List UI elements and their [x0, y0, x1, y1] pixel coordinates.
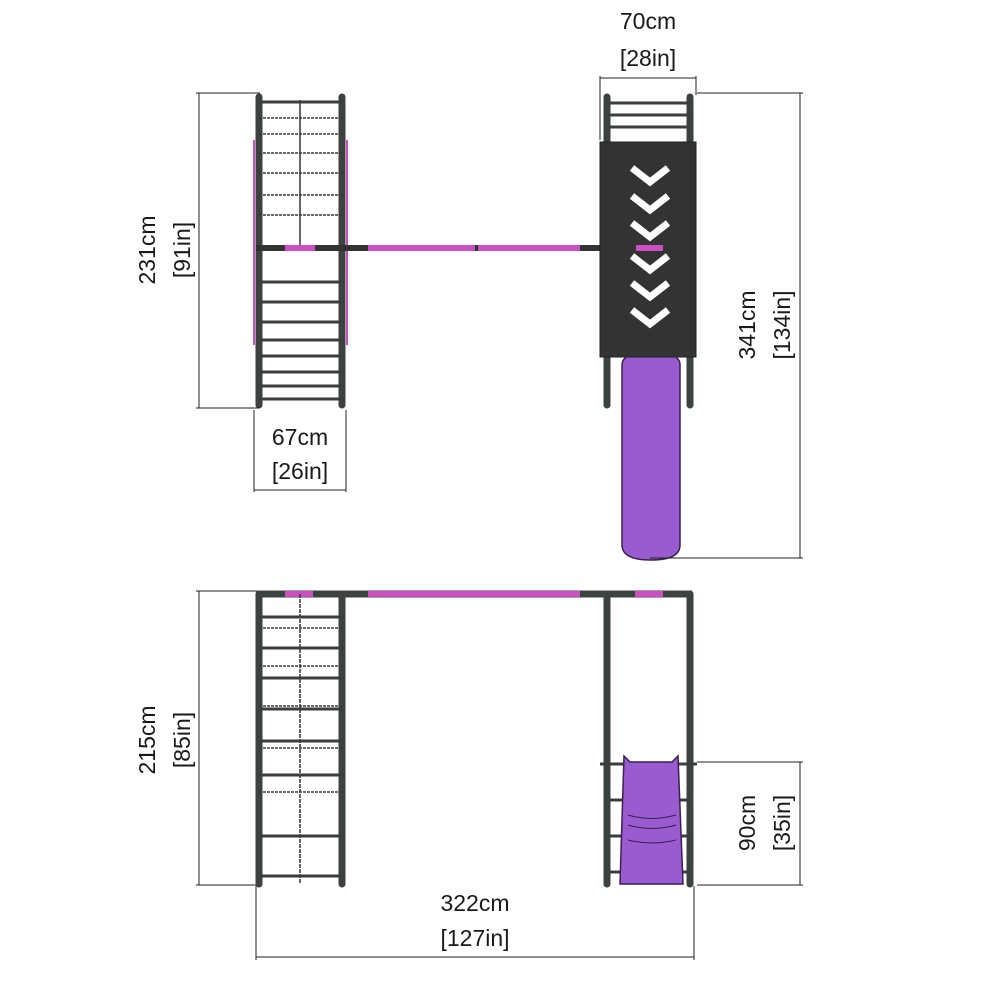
ladder-length-in: [91in]	[169, 222, 195, 278]
ladder-width-in: [26in]	[272, 458, 328, 484]
platform-width-cm: 70cm	[620, 8, 676, 34]
side-right-tower	[600, 590, 697, 888]
height-in: [85in]	[169, 712, 195, 768]
total-length-cm: 322cm	[440, 890, 509, 916]
total-length-in: [127in]	[440, 925, 509, 951]
top-view: 70cm [28in] 231cm [91in] 67cm [26in] 341…	[134, 8, 803, 561]
chevron-icon	[629, 165, 671, 187]
height-cm: 215cm	[134, 705, 160, 774]
total-depth-in: [134in]	[769, 290, 795, 359]
chevron-icon	[629, 253, 671, 275]
chevron-icon	[629, 193, 671, 215]
dim-platform-height: 90cm [35in]	[697, 761, 803, 886]
chevron-icon	[629, 220, 671, 242]
dim-total-length: 322cm [127in]	[255, 886, 695, 960]
top-right-tower	[599, 93, 697, 561]
chevron-icon	[629, 307, 671, 329]
platform-height-in: [35in]	[769, 795, 795, 851]
dim-ladder-width: 67cm [26in]	[253, 410, 347, 492]
ladder-width-cm: 67cm	[272, 424, 328, 450]
side-left-ladder	[255, 590, 346, 888]
platform-width-in: [28in]	[620, 45, 676, 71]
dim-height: 215cm [85in]	[134, 590, 256, 886]
platform-height-cm: 90cm	[734, 795, 760, 851]
dim-platform-width: 70cm [28in]	[599, 8, 697, 140]
total-depth-cm: 341cm	[734, 290, 760, 359]
slide-top	[621, 351, 681, 561]
dim-ladder-length: 231cm [91in]	[134, 92, 260, 409]
ladder-length-cm: 231cm	[134, 215, 160, 284]
slide-side	[619, 754, 684, 885]
side-view: 215cm [85in] 90cm [35in] 322cm [127in]	[134, 590, 803, 960]
chevron-icon	[629, 280, 671, 302]
dim-total-depth: 341cm [134in]	[650, 92, 803, 559]
